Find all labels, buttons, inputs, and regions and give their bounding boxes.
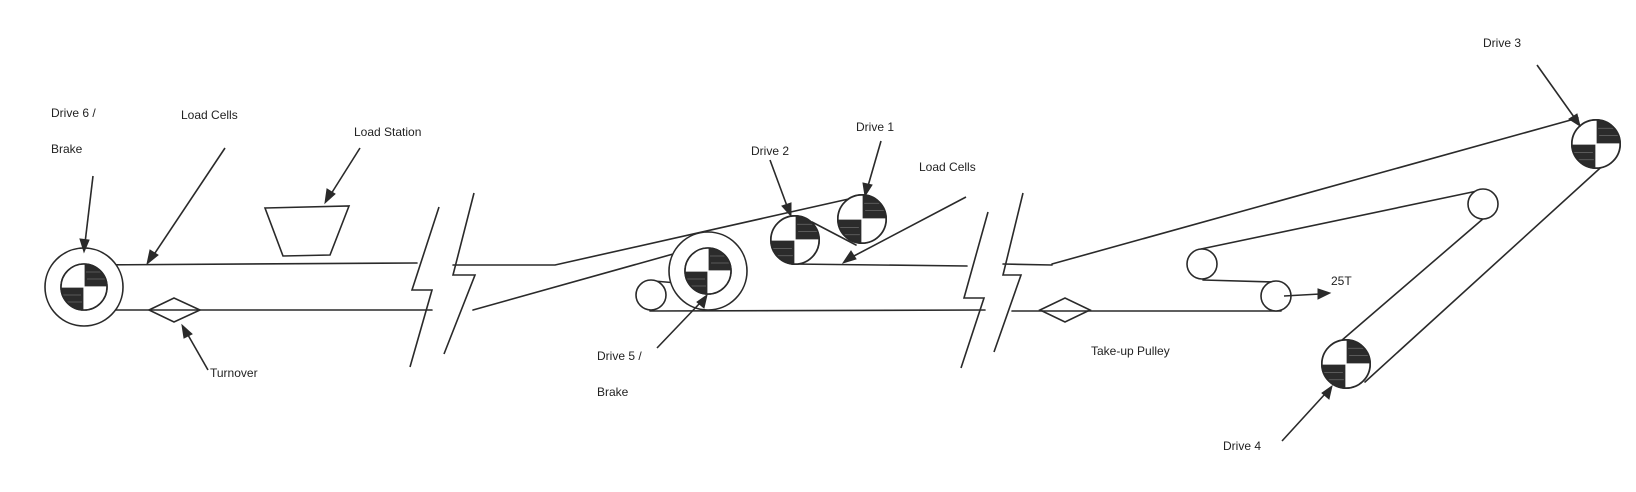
- belt-return-mid: [791, 263, 968, 267]
- break-symbol-right: [960, 192, 1024, 369]
- arrow-drive3: [1536, 64, 1581, 128]
- belt-top-left: [83, 262, 418, 266]
- label-drive1: Drive 1: [856, 120, 894, 134]
- arrow-load-cells-right: [841, 196, 967, 264]
- belt-bottom-mid: [649, 309, 986, 312]
- label-drive6-line1: Drive 6 /: [51, 106, 96, 120]
- arrow-tension-25t: [1283, 288, 1332, 300]
- arrow-drive1: [862, 140, 882, 198]
- arrow-drive5: [656, 293, 708, 349]
- belt-takeup-upper: [1200, 189, 1483, 250]
- belt-drive3-drive4-left: [1333, 217, 1485, 348]
- snub-pulley-left: [635, 279, 667, 311]
- takeup-idler-top: [1467, 188, 1499, 220]
- label-drive2: Drive 2: [751, 144, 789, 158]
- drive-1-pulley: [837, 194, 887, 244]
- label-load-cells-left: Load Cells: [181, 108, 238, 122]
- label-tension: 25T: [1331, 274, 1352, 288]
- arrow-drive4: [1281, 384, 1333, 442]
- arrow-load-station: [324, 147, 361, 205]
- belt-takeup-lower: [1202, 279, 1275, 283]
- label-drive3: Drive 3: [1483, 36, 1521, 50]
- arrow-load-cells-left: [146, 147, 226, 266]
- label-drive5-line2: Brake: [597, 385, 629, 399]
- label-drive4: Drive 4: [1223, 439, 1261, 453]
- belt-drive1-wrap: [811, 221, 857, 246]
- turnover-diamond: [147, 297, 202, 323]
- label-takeup-pulley: Take-up Pulley: [1091, 344, 1170, 358]
- drive-2-pulley: [770, 215, 820, 265]
- takeup-diamond: [1038, 297, 1092, 323]
- arrow-turnover: [181, 323, 209, 371]
- break-symbol-left: [409, 192, 477, 368]
- label-load-station: Load Station: [354, 125, 421, 139]
- arrow-drive6: [79, 175, 94, 254]
- load-station-hopper: [263, 205, 351, 257]
- belt-drive3-drive4-right: [1364, 159, 1610, 383]
- drive-4-pulley: [1321, 339, 1371, 389]
- belt-top-right: [1002, 263, 1053, 266]
- arrow-drive2: [769, 159, 792, 218]
- drive-3-pulley: [1571, 119, 1621, 169]
- label-load-cells-right: Load Cells: [919, 160, 976, 174]
- label-turnover: Turnover: [210, 366, 258, 380]
- label-drive6-line2: Brake: [51, 142, 83, 156]
- takeup-idler-left: [1186, 248, 1218, 280]
- drive-6-brake-pulley: [44, 247, 124, 327]
- label-drive5-line1: Drive 5 /: [597, 349, 642, 363]
- belt-lines: [83, 117, 1610, 383]
- belt-top-mid: [452, 195, 863, 266]
- drive-5-brake-pulley: [668, 231, 748, 311]
- belt-incline-to-drive3: [1051, 117, 1579, 265]
